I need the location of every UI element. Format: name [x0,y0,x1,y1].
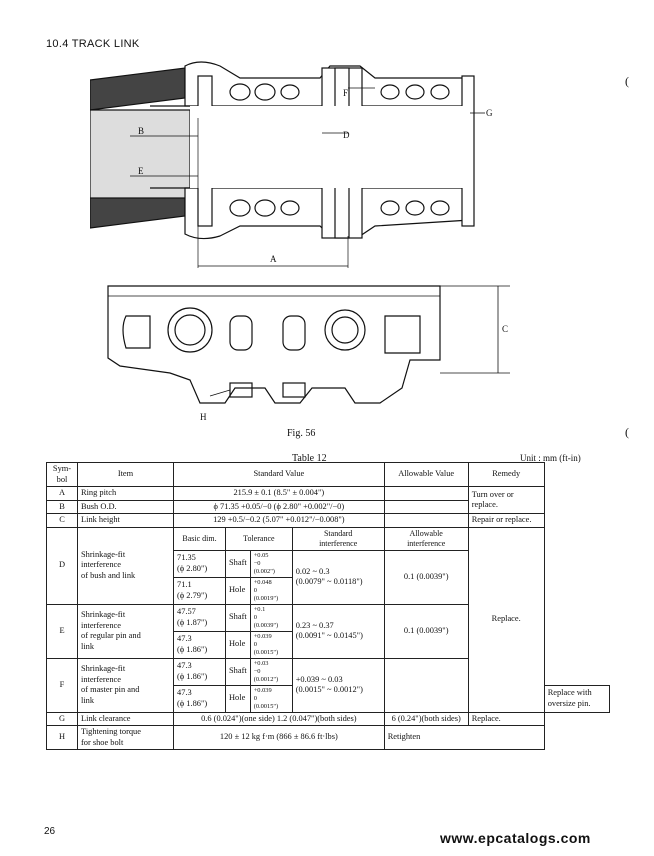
row-item: Shrinkage-fit interference of bush and l… [77,526,174,605]
basic-dim: 71.35 (ϕ 2.80") [173,549,226,578]
tol-label: Hole [225,684,251,713]
tol-label: Shaft [225,657,251,686]
std-interference: 0.23 ~ 0.37 (0.0091" ~ 0.0145") [291,603,385,659]
table-row: 47.3 (ϕ 1.86") Hole +0.039 0 (0.0015") R… [47,684,611,713]
basic-dim: 47.3 (ϕ 1.86") [173,630,226,659]
row-allowable [383,486,469,501]
row-remedy: Replace with oversize pin. [543,684,611,713]
tolerance: +0.048 0 (0.0019") [249,576,293,605]
dim-label-g: G [486,108,493,118]
tolerance: +0.05 −0 (0.002") [249,549,293,578]
header-item: Item [77,462,174,487]
subheader-tolerance: Tolerance [225,526,293,551]
table-row: C Link height 129 +0.5/−0.2 (5.07" +0.01… [46,513,610,528]
row-remedy: Repair or replace. [467,513,545,528]
row-symbol: F [46,657,78,713]
table-row: A Ring pitch 215.9 ± 0.1 (8.5" ± 0.004")… [46,486,610,514]
row-symbol: E [46,603,78,659]
allow-interference: 0.1 (0.0039") [383,549,469,605]
header-allowable: Allowable Value [383,462,469,487]
dim-label-c: C [502,324,508,334]
subheader-allow-interf: Allowable interference [383,526,469,551]
page-number: 26 [44,826,56,837]
row-item: Shrinkage-fit interference of regular pi… [77,603,174,659]
dim-label-h: H [200,412,207,422]
row-allowable [383,513,469,528]
row-remedy: Retighten [383,725,545,750]
watermark: www.epcatalogs.com [440,830,591,846]
header-symbol: Sym- bol [46,462,78,487]
tol-label: Shaft [225,549,251,578]
header-standard: Standard Value [173,462,385,487]
tolerance: +0.1 0 (0.0039") [249,603,293,632]
row-standard: ϕ 71.35 +0.05/−0 (ϕ 2.80" +0.002"/−0) [173,499,385,514]
row-allowable: 6 (0.24")(both sides) [383,711,469,726]
dim-label-b: B [138,126,144,136]
row-symbol: C [46,513,78,528]
tol-label: Shaft [225,603,251,632]
margin-mark: ( [625,425,629,439]
row-item: Link clearance [77,711,174,726]
row-symbol: A [46,486,78,501]
subheader-basic: Basic dim. [173,526,226,551]
row-item: Shrinkage-fit interference of master pin… [77,657,174,713]
margin-mark: ( [625,74,629,88]
section-title: 10.4 TRACK LINK [46,38,140,50]
track-link-spec-table: Sym- bol Item Standard Value Allowable V… [46,462,611,750]
table-row: 71.35 (ϕ 2.80") Shaft +0.05 −0 (0.002") … [47,549,610,605]
std-interference: 0.02 ~ 0.3 (0.0079" ~ 0.0118") [291,549,385,605]
unit-label: Unit : mm (ft-in) [520,453,581,463]
row-remedy: Replace. [467,711,545,726]
row-symbol: H [46,725,78,750]
row-standard: 0.6 (0.024")(one side) 1.2 (0.047")(both… [173,711,385,726]
basic-dim: 47.3 (ϕ 1.86") [173,657,226,686]
row-standard: 129 +0.5/−0.2 (5.07" +0.012"/−0.008") [173,513,385,528]
tolerance: +0.039 0 (0.0015") [249,684,293,713]
row-symbol: B [46,499,78,514]
table-title: Table 12 [292,453,327,464]
dim-label-a: A [270,254,277,264]
subheader-std-interf: Standard interference [291,526,385,551]
row-allowable [383,499,469,514]
dim-label-f: F [343,88,348,98]
tolerance: +0.03 −0 (0.0012") [249,657,293,686]
table-row: B Bush O.D. ϕ 71.35 +0.05/−0 (ϕ 2.80" +0… [46,499,610,514]
figure-caption: Fig. 56 [287,428,316,439]
dim-label-d: D [343,130,350,140]
row-standard: 120 ± 12 kg f·m (866 ± 86.6 ft·lbs) [173,725,385,750]
tol-label: Hole [225,630,251,659]
basic-dim: 71.1 (ϕ 2.79") [173,576,226,605]
table-row: 47.3 (ϕ 1.86") Hole +0.039 0 (0.0015") [47,630,610,659]
row-remedy: Turn over or replace. [467,486,545,514]
allow-interference [383,657,469,713]
row-symbol: D [46,526,78,605]
dim-label-e: E [138,166,144,176]
header-remedy: Remedy [467,462,545,487]
tolerance: +0.039 0 (0.0015") [249,630,293,659]
row-symbol: G [46,711,78,726]
allow-interference: 0.1 (0.0039") [383,603,469,659]
table-row: H Tightening torque for shoe bolt 120 ± … [46,725,610,750]
table-row: F Shrinkage-fit interference of master p… [46,657,610,713]
row-remedy: Replace. [467,526,545,713]
std-interference: +0.039 ~ 0.03 (0.0015" ~ 0.0012") [291,657,385,713]
row-item: Tightening torque for shoe bolt [77,725,174,750]
table-header-row: Sym- bol Item Standard Value Allowable V… [46,462,610,487]
basic-dim: 47.3 (ϕ 1.86") [173,684,226,713]
row-item: Link height [77,513,174,528]
basic-dim: 47.57 (ϕ 1.87") [173,603,226,632]
tol-label: Hole [225,576,251,605]
row-standard: 215.9 ± 0.1 (8.5" ± 0.004") [173,486,385,501]
row-item: Ring pitch [77,486,174,501]
table-row: G Link clearance 0.6 (0.024")(one side) … [46,711,610,726]
track-link-drawing: B E F D G A C H [90,61,510,422]
table-row: 71.1 (ϕ 2.79") Hole +0.048 0 (0.0019") [47,576,610,605]
table-subheader-row: D Shrinkage-fit interference of bush and… [46,526,610,713]
row-item: Bush O.D. [77,499,174,514]
